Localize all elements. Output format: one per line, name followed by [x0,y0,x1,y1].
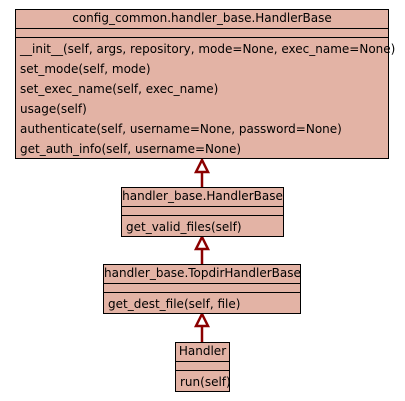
inheritance-edge-topdir-to-handlerbase [193,234,211,264]
class-box-handlerbase[interactable]: handler_base.HandlerBase get_valid_files… [121,187,284,237]
method: set_mode(self, mode) [20,62,151,76]
class-methods: run(self) [176,371,231,392]
method: get_dest_file(self, file) [108,297,241,311]
class-attributes [122,207,283,216]
inheritance-edge-handlerbase-to-config-handlerbase [193,157,211,187]
class-name: handler_base.HandlerBase [122,188,283,207]
class-box-handler[interactable]: Handler run(self) [175,342,231,392]
method: set_exec_name(self, exec_name) [20,82,219,96]
class-box-topdir-handlerbase[interactable]: handler_base.TopdirHandlerBase get_dest_… [103,264,301,314]
class-box-config-handlerbase[interactable]: config_common.handler_base.HandlerBase _… [15,9,396,159]
method: get_auth_info(self, username=None) [20,142,242,156]
inheritance-edge-handler-to-topdir [193,311,211,342]
method: run(self) [180,375,231,389]
method: __init__(self, args, repository, mode=No… [20,42,396,56]
method: usage(self) [20,102,87,116]
method: authenticate(self, username=None, passwo… [20,122,342,136]
class-attributes [16,29,388,38]
class-name: handler_base.TopdirHandlerBase [104,265,301,284]
class-attributes [176,362,229,371]
class-methods: __init__(self, args, repository, mode=No… [16,38,396,159]
method: get_valid_files(self) [126,220,242,234]
class-methods: get_dest_file(self, file) [104,293,300,314]
class-name: config_common.handler_base.HandlerBase [16,10,388,29]
class-methods: get_valid_files(self) [122,216,283,237]
class-attributes [104,284,300,293]
class-name: Handler [176,343,229,362]
